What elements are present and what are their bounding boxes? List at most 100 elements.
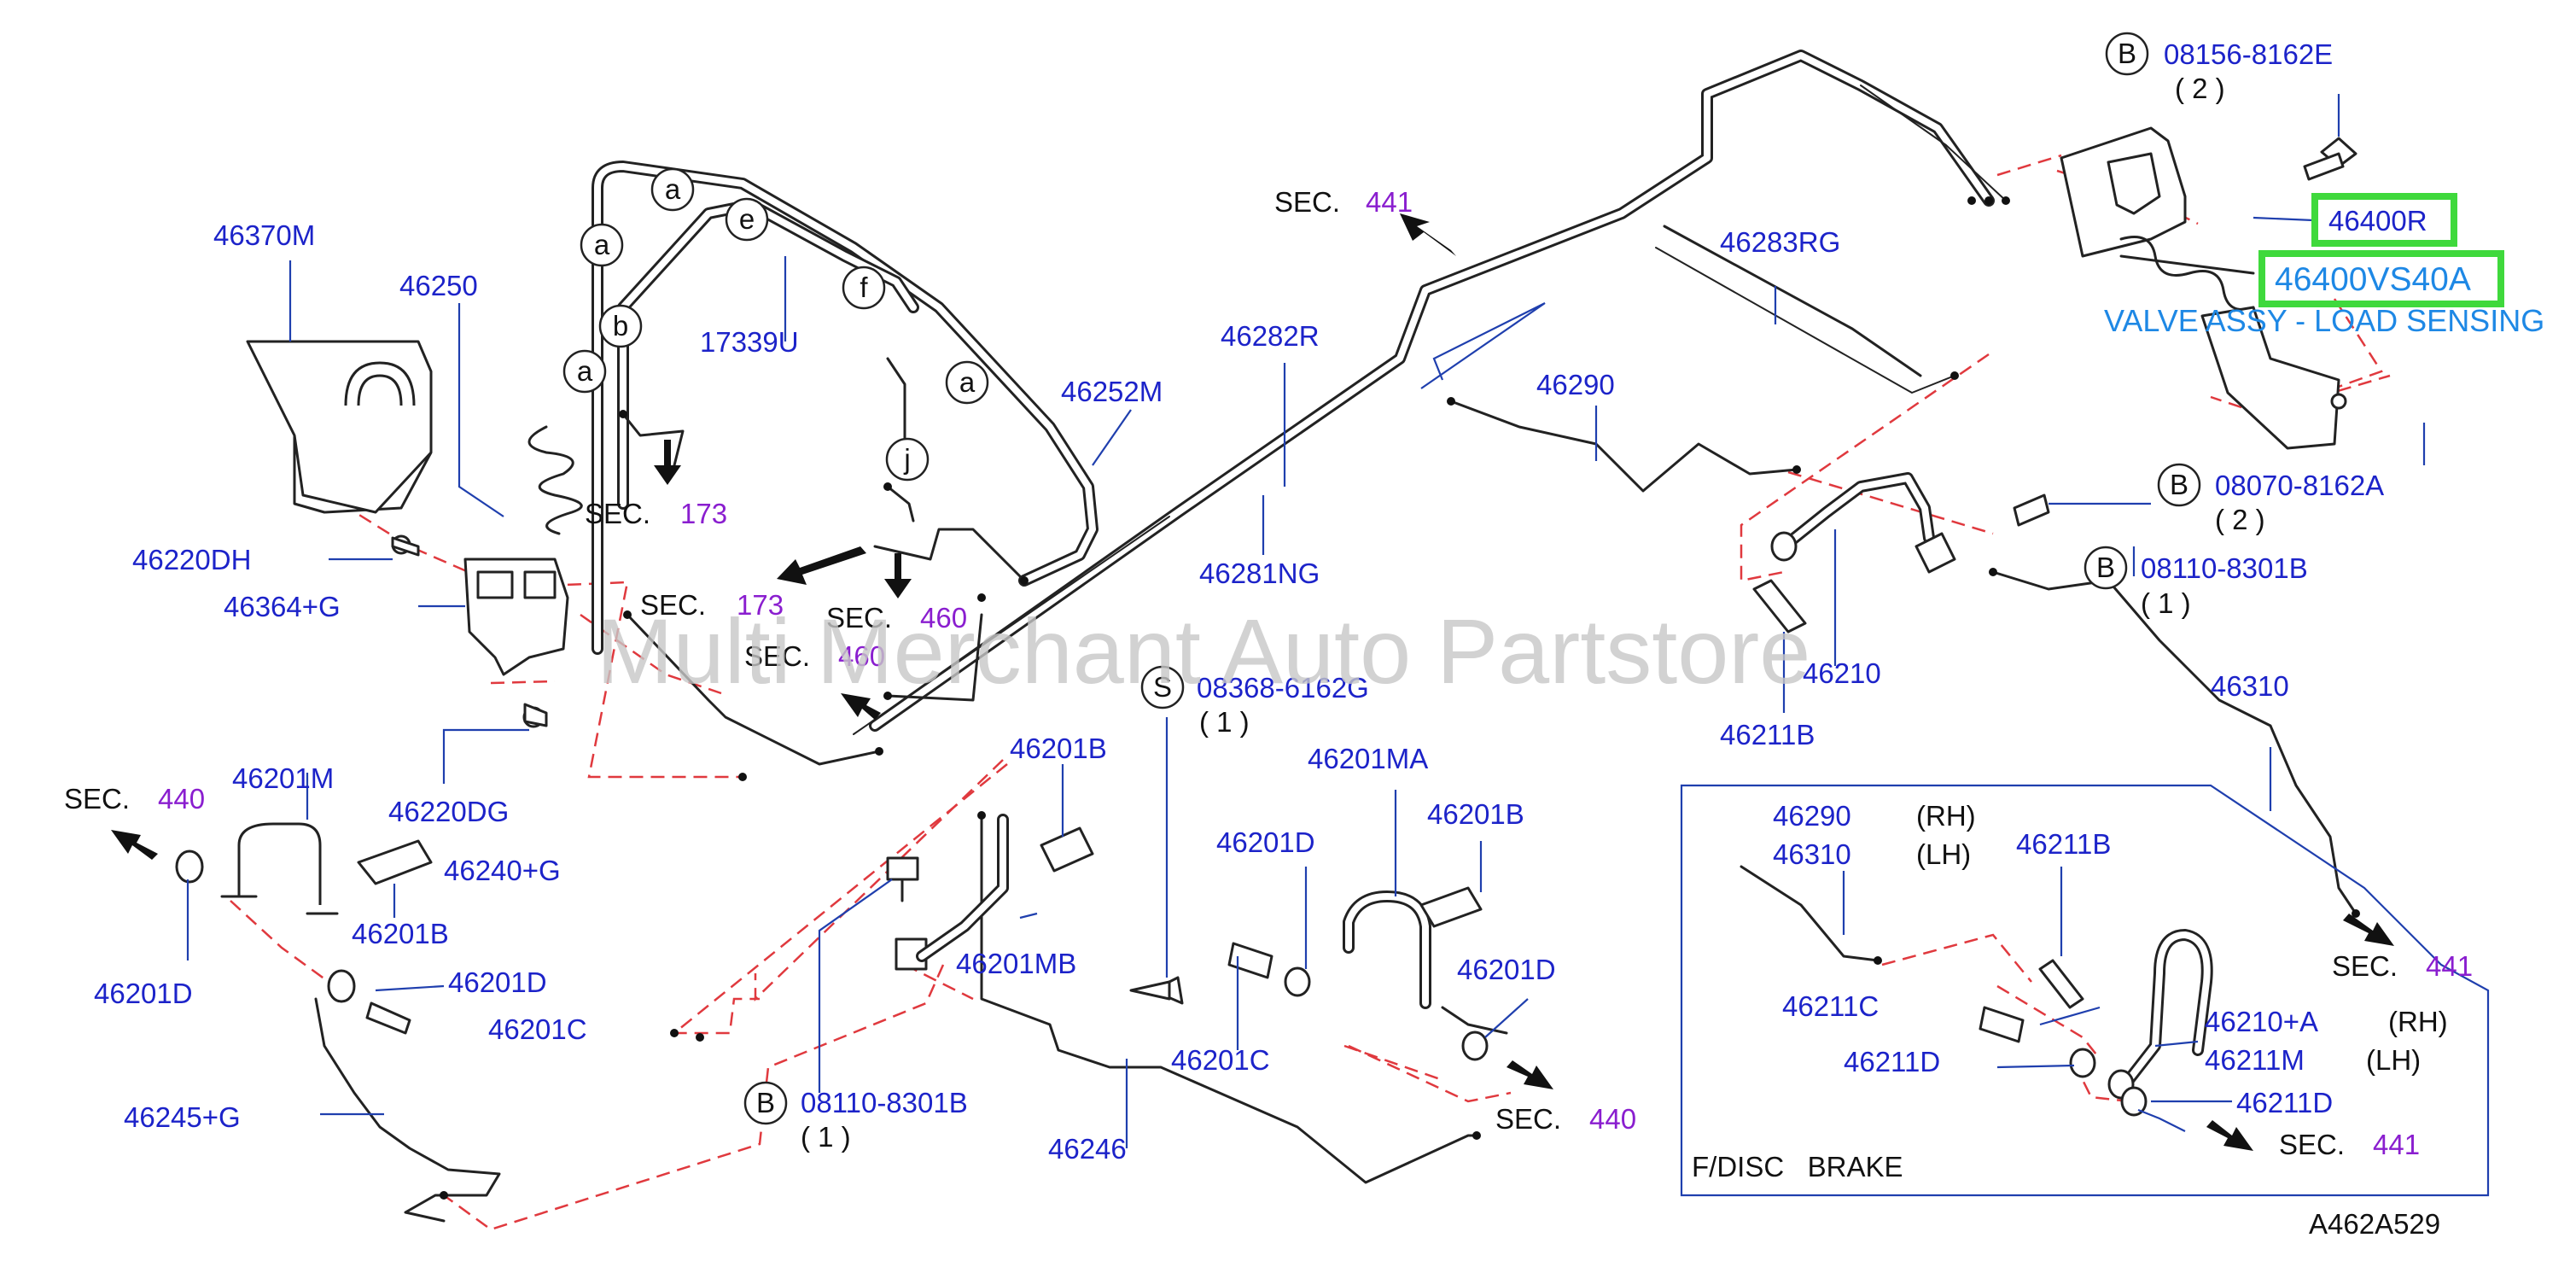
- qty-label: ( 1 ): [801, 1121, 851, 1153]
- part-label-46201B[interactable]: 46201B: [1427, 798, 1524, 830]
- part-label-46246[interactable]: 46246: [1048, 1133, 1127, 1165]
- part-label-46201C[interactable]: 46201C: [1171, 1044, 1270, 1076]
- part-label-46201D[interactable]: 46201D: [94, 978, 193, 1009]
- section-ref[interactable]: SEC.441: [2332, 950, 2473, 982]
- section-number: 460: [838, 640, 885, 672]
- part-label-46240G[interactable]: 46240+G: [444, 855, 561, 886]
- marker-letter: j: [903, 443, 910, 475]
- section-prefix: SEC.: [64, 783, 130, 814]
- marker-letter: B: [2118, 38, 2136, 69]
- marker-letter: S: [1153, 671, 1172, 703]
- part-label-46370M[interactable]: 46370M: [213, 219, 315, 251]
- part-label-46281NG[interactable]: 46281NG: [1199, 558, 1320, 589]
- section-ref[interactable]: SEC.441: [1274, 186, 1413, 218]
- side-label-lh: (LH): [2366, 1044, 2421, 1076]
- watermark: Multi Merchant Auto Partstore: [597, 599, 1811, 703]
- marker-letter: b: [613, 310, 628, 342]
- qty-label: ( 2 ): [2215, 504, 2265, 535]
- marker-letter: B: [2170, 469, 2188, 500]
- marker-circle: B: [2157, 463, 2201, 507]
- part-label-46210[interactable]: 46210: [1803, 657, 1881, 689]
- part-label-46211D[interactable]: 46211D: [2236, 1087, 2333, 1118]
- section-prefix: SEC.: [826, 602, 892, 634]
- part-label-46210A[interactable]: 46210+A: [2205, 1006, 2318, 1037]
- part-label-17339U[interactable]: 17339U: [700, 326, 799, 358]
- part-label-46211D[interactable]: 46211D: [1844, 1046, 1940, 1077]
- marker-circle: a: [945, 360, 989, 405]
- section-ref[interactable]: SEC.173: [640, 589, 784, 621]
- side-label-rh: (RH): [1916, 800, 1976, 832]
- section-prefix: SEC.: [2279, 1129, 2345, 1160]
- side-label-rh: (RH): [2388, 1006, 2448, 1037]
- section-ref[interactable]: SEC. 460: [826, 602, 967, 634]
- highlight-46400R: [2311, 193, 2457, 247]
- section-ref[interactable]: SEC. 440: [1495, 1103, 1636, 1135]
- qty-label: ( 1 ): [2141, 587, 2191, 619]
- part-label-46290[interactable]: 46290: [1773, 800, 1851, 832]
- part-label-46245G[interactable]: 46245+G: [124, 1101, 241, 1133]
- highlight-boxes: [2258, 193, 2504, 307]
- section-ref[interactable]: SEC.460: [744, 640, 885, 672]
- part-label-46211C[interactable]: 46211C: [1782, 990, 1879, 1022]
- marker-circle: B: [2105, 32, 2149, 76]
- marker-letter: a: [594, 229, 610, 260]
- part-label-08070-8162A[interactable]: 08070-8162A: [2215, 470, 2384, 501]
- part-label-46252M[interactable]: 46252M: [1061, 376, 1163, 407]
- section-prefix: SEC.: [1495, 1103, 1561, 1135]
- marker-letter: B: [756, 1087, 775, 1118]
- part-label-46211B[interactable]: 46211B: [1720, 719, 1815, 750]
- part-label-46220DG[interactable]: 46220DG: [388, 796, 509, 827]
- qty-label: ( 1 ): [1199, 706, 1250, 738]
- section-prefix: SEC.: [640, 589, 706, 621]
- part-label-46290[interactable]: 46290: [1536, 369, 1615, 400]
- part-label-46310[interactable]: 46310: [2211, 670, 2289, 702]
- qty-and-side-labels: ( 2 ) ( 2 ) ( 1 ) ( 1 ) ( 1 ) (RH) (LH) …: [801, 73, 2448, 1153]
- marker-circle: f: [842, 266, 886, 310]
- marker-circle: S: [1140, 665, 1185, 709]
- part-label-46201B[interactable]: 46201B: [352, 918, 449, 949]
- parts: [175, 126, 2357, 1223]
- section-number: 460: [920, 602, 967, 634]
- marker-circle: B: [2084, 546, 2128, 590]
- marker-circle: b: [598, 304, 643, 348]
- section-prefix: SEC.: [2332, 950, 2398, 982]
- part-label-46201MB[interactable]: 46201MB: [956, 948, 1076, 979]
- part-label-46201MA[interactable]: 46201MA: [1308, 743, 1428, 774]
- connection-dots: [440, 196, 2360, 1200]
- part-label-46201D[interactable]: 46201D: [1457, 954, 1556, 985]
- section-prefix: SEC.: [585, 498, 650, 529]
- part-label-08110-8301B[interactable]: 08110-8301B: [2141, 552, 2308, 584]
- part-label-46220DH[interactable]: 46220DH: [132, 544, 251, 575]
- section-ref[interactable]: SEC. 440: [64, 783, 205, 814]
- marker-circle: B: [743, 1081, 788, 1125]
- section-ref[interactable]: SEC.441: [2279, 1129, 2420, 1160]
- section-number: 440: [158, 783, 205, 814]
- part-label-46282R[interactable]: 46282R: [1221, 320, 1320, 352]
- diagram-code: A462A529: [2309, 1208, 2440, 1240]
- highlight-46400VS40A: [2258, 250, 2504, 307]
- part-label-46400R[interactable]: 46400R: [2328, 205, 2427, 236]
- part-label-08156-8162E[interactable]: 08156-8162E: [2164, 38, 2333, 70]
- part-label-08368-6162G[interactable]: 08368-6162G: [1197, 672, 1369, 704]
- part-label-46201D[interactable]: 46201D: [1216, 826, 1315, 858]
- part-label-46250[interactable]: 46250: [399, 270, 478, 301]
- section-number: 173: [680, 498, 727, 529]
- part-label-46364G[interactable]: 46364+G: [224, 591, 341, 622]
- part-label-46211M[interactable]: 46211M: [2205, 1044, 2305, 1076]
- marker-letter: B: [2096, 552, 2115, 583]
- part-label-46201M[interactable]: 46201M: [232, 762, 334, 794]
- part-label-46310[interactable]: 46310: [1773, 838, 1851, 870]
- part-label-46211B[interactable]: 46211B: [2016, 828, 2111, 860]
- part-label-08110-8301B[interactable]: 08110-8301B: [801, 1087, 968, 1118]
- part-label-46201B[interactable]: 46201B: [1010, 733, 1107, 764]
- part-label-46201D[interactable]: 46201D: [448, 966, 547, 998]
- part-label-46400VS40A[interactable]: 46400VS40A: [2275, 261, 2471, 298]
- part-labels: 46370M 46250 17339U 46252M 46220DH 46364…: [94, 38, 2471, 1165]
- circle-markers: a a e b a f a j B B B S B: [562, 32, 2201, 1125]
- part-label-46201C[interactable]: 46201C: [488, 1013, 587, 1045]
- section-ref[interactable]: SEC. 173: [585, 498, 727, 529]
- part-label-46283RG[interactable]: 46283RG: [1720, 226, 1840, 258]
- marker-circle: a: [562, 349, 607, 394]
- section-number: 440: [1589, 1103, 1636, 1135]
